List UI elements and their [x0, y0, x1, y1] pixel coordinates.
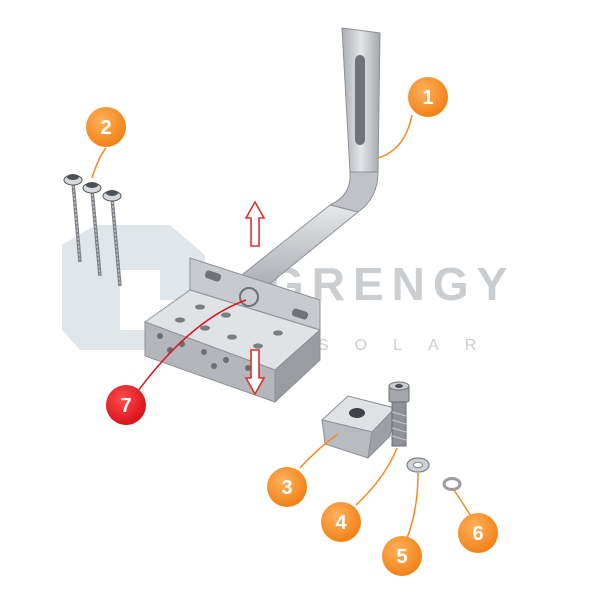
badge-4: 4: [321, 502, 361, 542]
adjust-arrows: [244, 200, 266, 396]
badge-5-label: 5: [396, 546, 407, 568]
arrow-down-icon: [244, 349, 266, 396]
badge-7: 7: [106, 385, 146, 425]
badge-5: 5: [382, 536, 422, 576]
spring-washer: [442, 477, 462, 491]
center-bolt: [239, 287, 259, 307]
self-tapping-screws: [63, 174, 122, 287]
badge-6: 6: [458, 513, 498, 553]
arrow-up-icon: [244, 200, 266, 247]
part-badges: 1 2 3 4 5 6 7: [86, 77, 498, 576]
leader-lines: [91, 114, 473, 539]
badge-3-label: 3: [281, 477, 292, 499]
badge-2-label: 2: [100, 117, 111, 139]
watermark-sub: SOLAR: [318, 337, 502, 354]
badge-3: 3: [267, 467, 307, 507]
hook-slot: [355, 55, 365, 145]
badge-4-label: 4: [335, 512, 347, 534]
badge-1-label: 1: [422, 87, 433, 109]
hex-socket-bolt: [388, 381, 410, 447]
flat-washer: [406, 457, 430, 473]
slot-nut: [320, 395, 396, 460]
badge-7-label: 7: [120, 395, 131, 417]
badge-1: 1: [408, 77, 448, 117]
adjustable-base-bracket: [143, 257, 321, 404]
badge-2: 2: [86, 107, 126, 147]
badge-6-label: 6: [472, 523, 483, 545]
